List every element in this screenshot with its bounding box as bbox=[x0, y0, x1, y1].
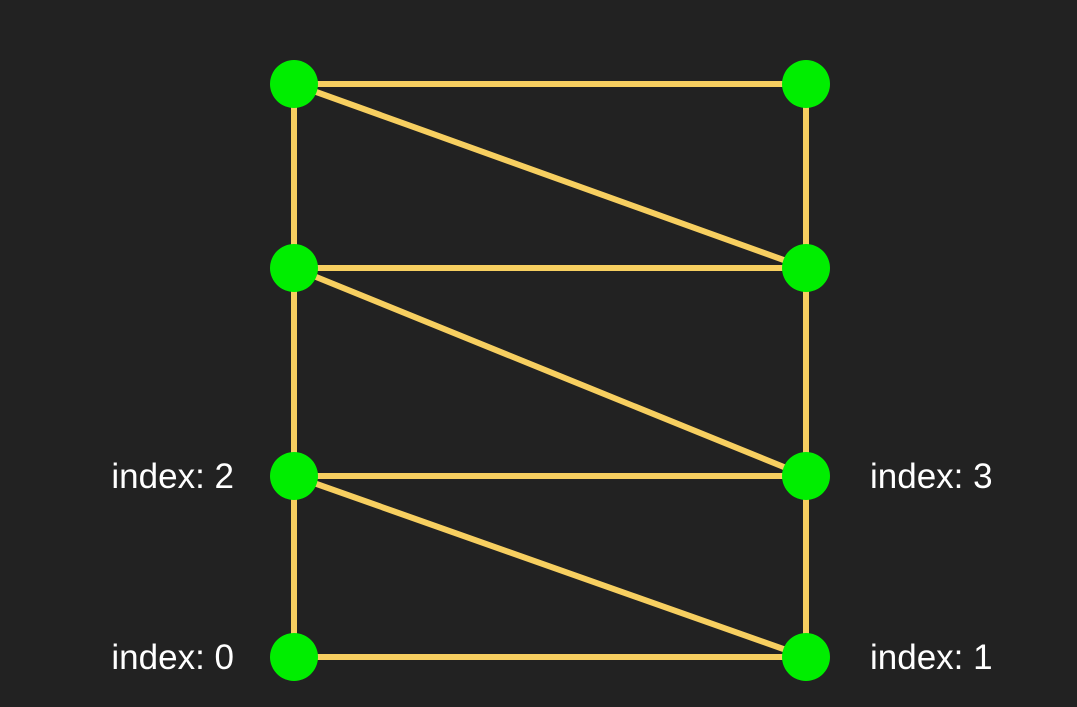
vertex-v2 bbox=[270, 452, 318, 500]
vertex-label-v1: index: 1 bbox=[870, 638, 993, 677]
edge-v6-v5 bbox=[291, 81, 809, 271]
vertex-v1 bbox=[782, 633, 830, 681]
edge-v4-v3 bbox=[291, 265, 809, 479]
vertex-label-v2: index: 2 bbox=[111, 457, 234, 496]
labels-layer: index: 0 index: 1 index: 2 index: 3 bbox=[111, 457, 992, 677]
vertex-label-v3: index: 3 bbox=[870, 457, 993, 496]
vertex-v6 bbox=[270, 60, 318, 108]
vertex-v0 bbox=[270, 633, 318, 681]
vertices-layer bbox=[270, 60, 830, 681]
vertex-v3 bbox=[782, 452, 830, 500]
vertex-v7 bbox=[782, 60, 830, 108]
edge-v2-v1 bbox=[291, 473, 809, 660]
vertex-v5 bbox=[782, 244, 830, 292]
vertex-label-v0: index: 0 bbox=[111, 638, 234, 677]
edges-layer bbox=[291, 81, 809, 660]
vertex-v4 bbox=[270, 244, 318, 292]
